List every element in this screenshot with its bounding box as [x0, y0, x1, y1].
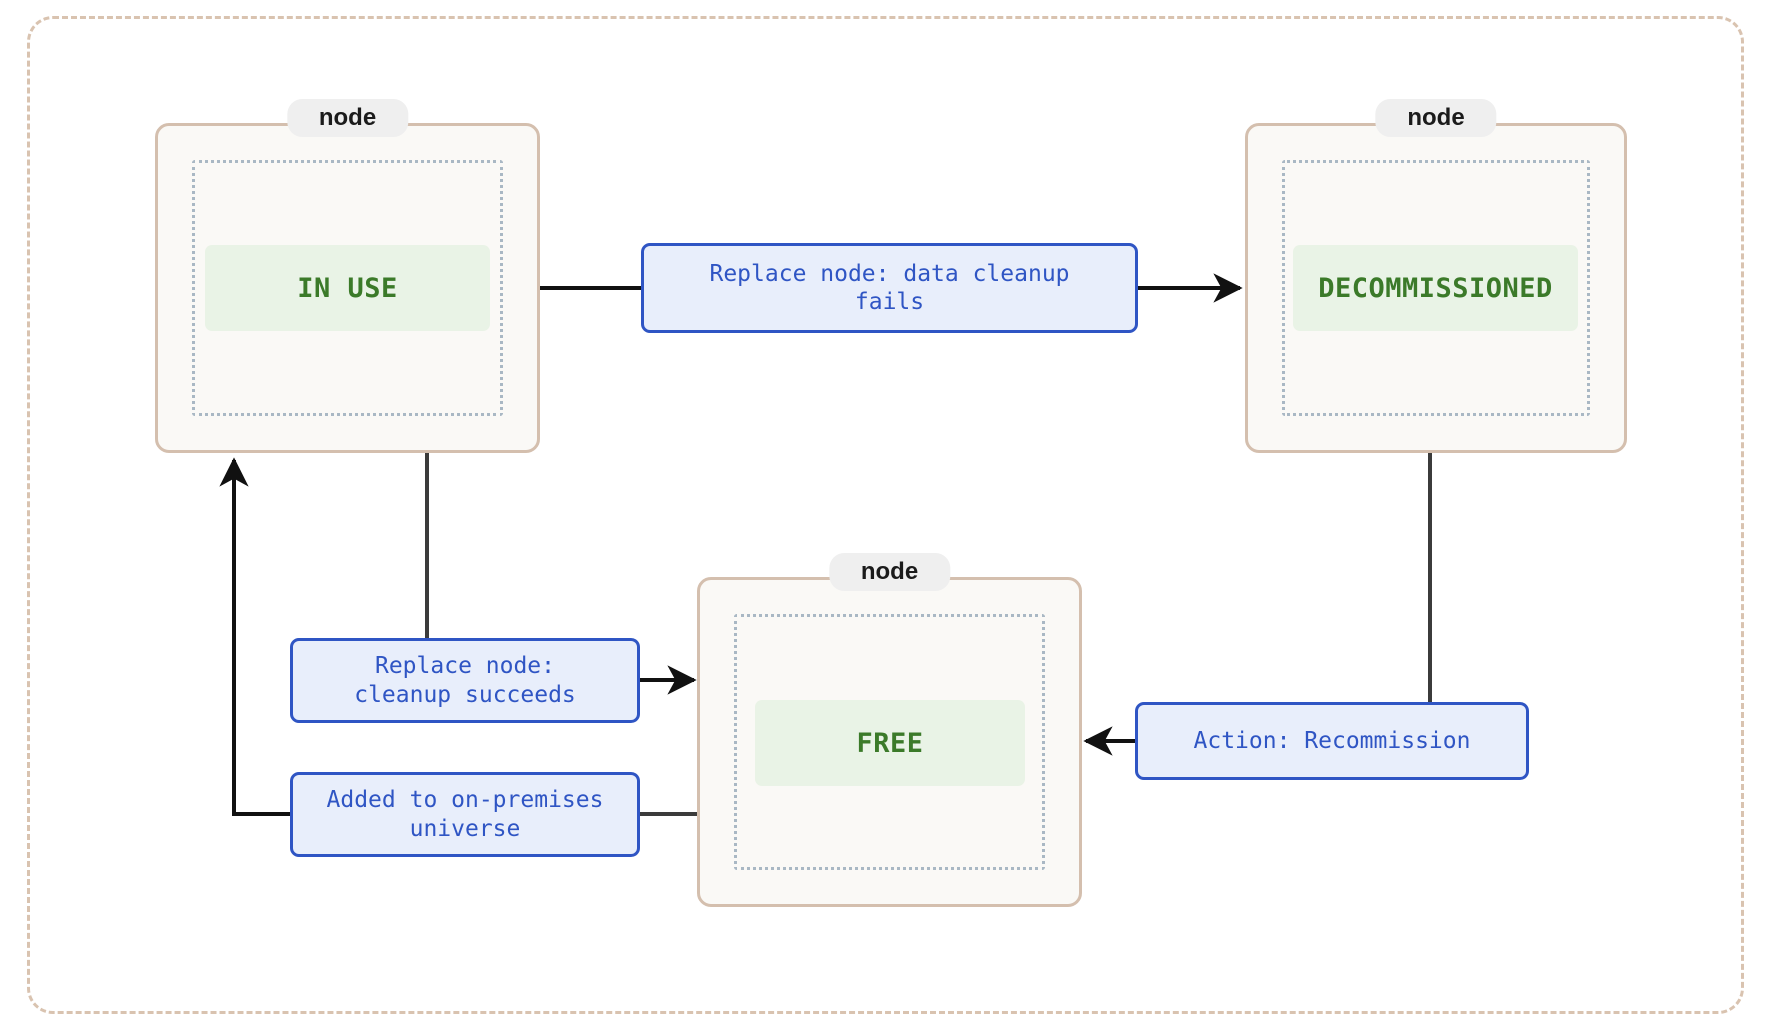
state-box-decommissioned[interactable]: DECOMMISSIONED: [1293, 245, 1578, 331]
cluster-inner-border: [1282, 160, 1590, 416]
edge-label-replace-node-cleanup-fails[interactable]: Replace node: data cleanup fails: [641, 243, 1138, 333]
cluster-title-free: node: [828, 553, 951, 591]
cluster-title-decommissioned: node: [1375, 99, 1497, 137]
edge-label-added-to-on-premises-universe[interactable]: Added to on-premises universe: [290, 772, 640, 857]
cluster-inner-border: [734, 614, 1045, 870]
state-box-in-use[interactable]: IN USE: [205, 245, 490, 331]
diagram-outer-frame: [27, 16, 1744, 1014]
edge-label-replace-node-cleanup-succeeds[interactable]: Replace node: cleanup succeeds: [290, 638, 640, 723]
cluster-title-in-use: node: [286, 99, 409, 137]
cluster-inner-border: [192, 160, 503, 416]
edge-label-action-recommission[interactable]: Action: Recommission: [1135, 702, 1529, 780]
state-box-free[interactable]: FREE: [755, 700, 1025, 786]
